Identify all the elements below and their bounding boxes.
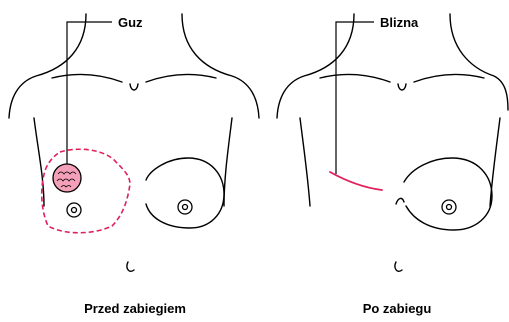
nipple-remaining-breast [442, 200, 456, 214]
tumor-label: Guz [118, 15, 143, 30]
scar-callout-line [336, 22, 374, 174]
panel-after-surgery: Blizna Po zabiegu [277, 14, 508, 316]
incision-outline [42, 149, 130, 233]
caption-before: Przed zabiegiem [84, 301, 186, 316]
torso-outline-after [277, 14, 508, 271]
torso-outline-before [9, 14, 259, 271]
tumor-icon [53, 164, 81, 192]
caption-after: Po zabiegu [363, 301, 432, 316]
tumor-callout-line [67, 22, 112, 164]
nipple-left-breast [178, 200, 192, 214]
scar-line [330, 172, 382, 190]
nipple-right-breast [67, 203, 81, 217]
scar-label: Blizna [380, 15, 419, 30]
panel-before-surgery: Guz Przed zabiegiem [9, 14, 259, 316]
